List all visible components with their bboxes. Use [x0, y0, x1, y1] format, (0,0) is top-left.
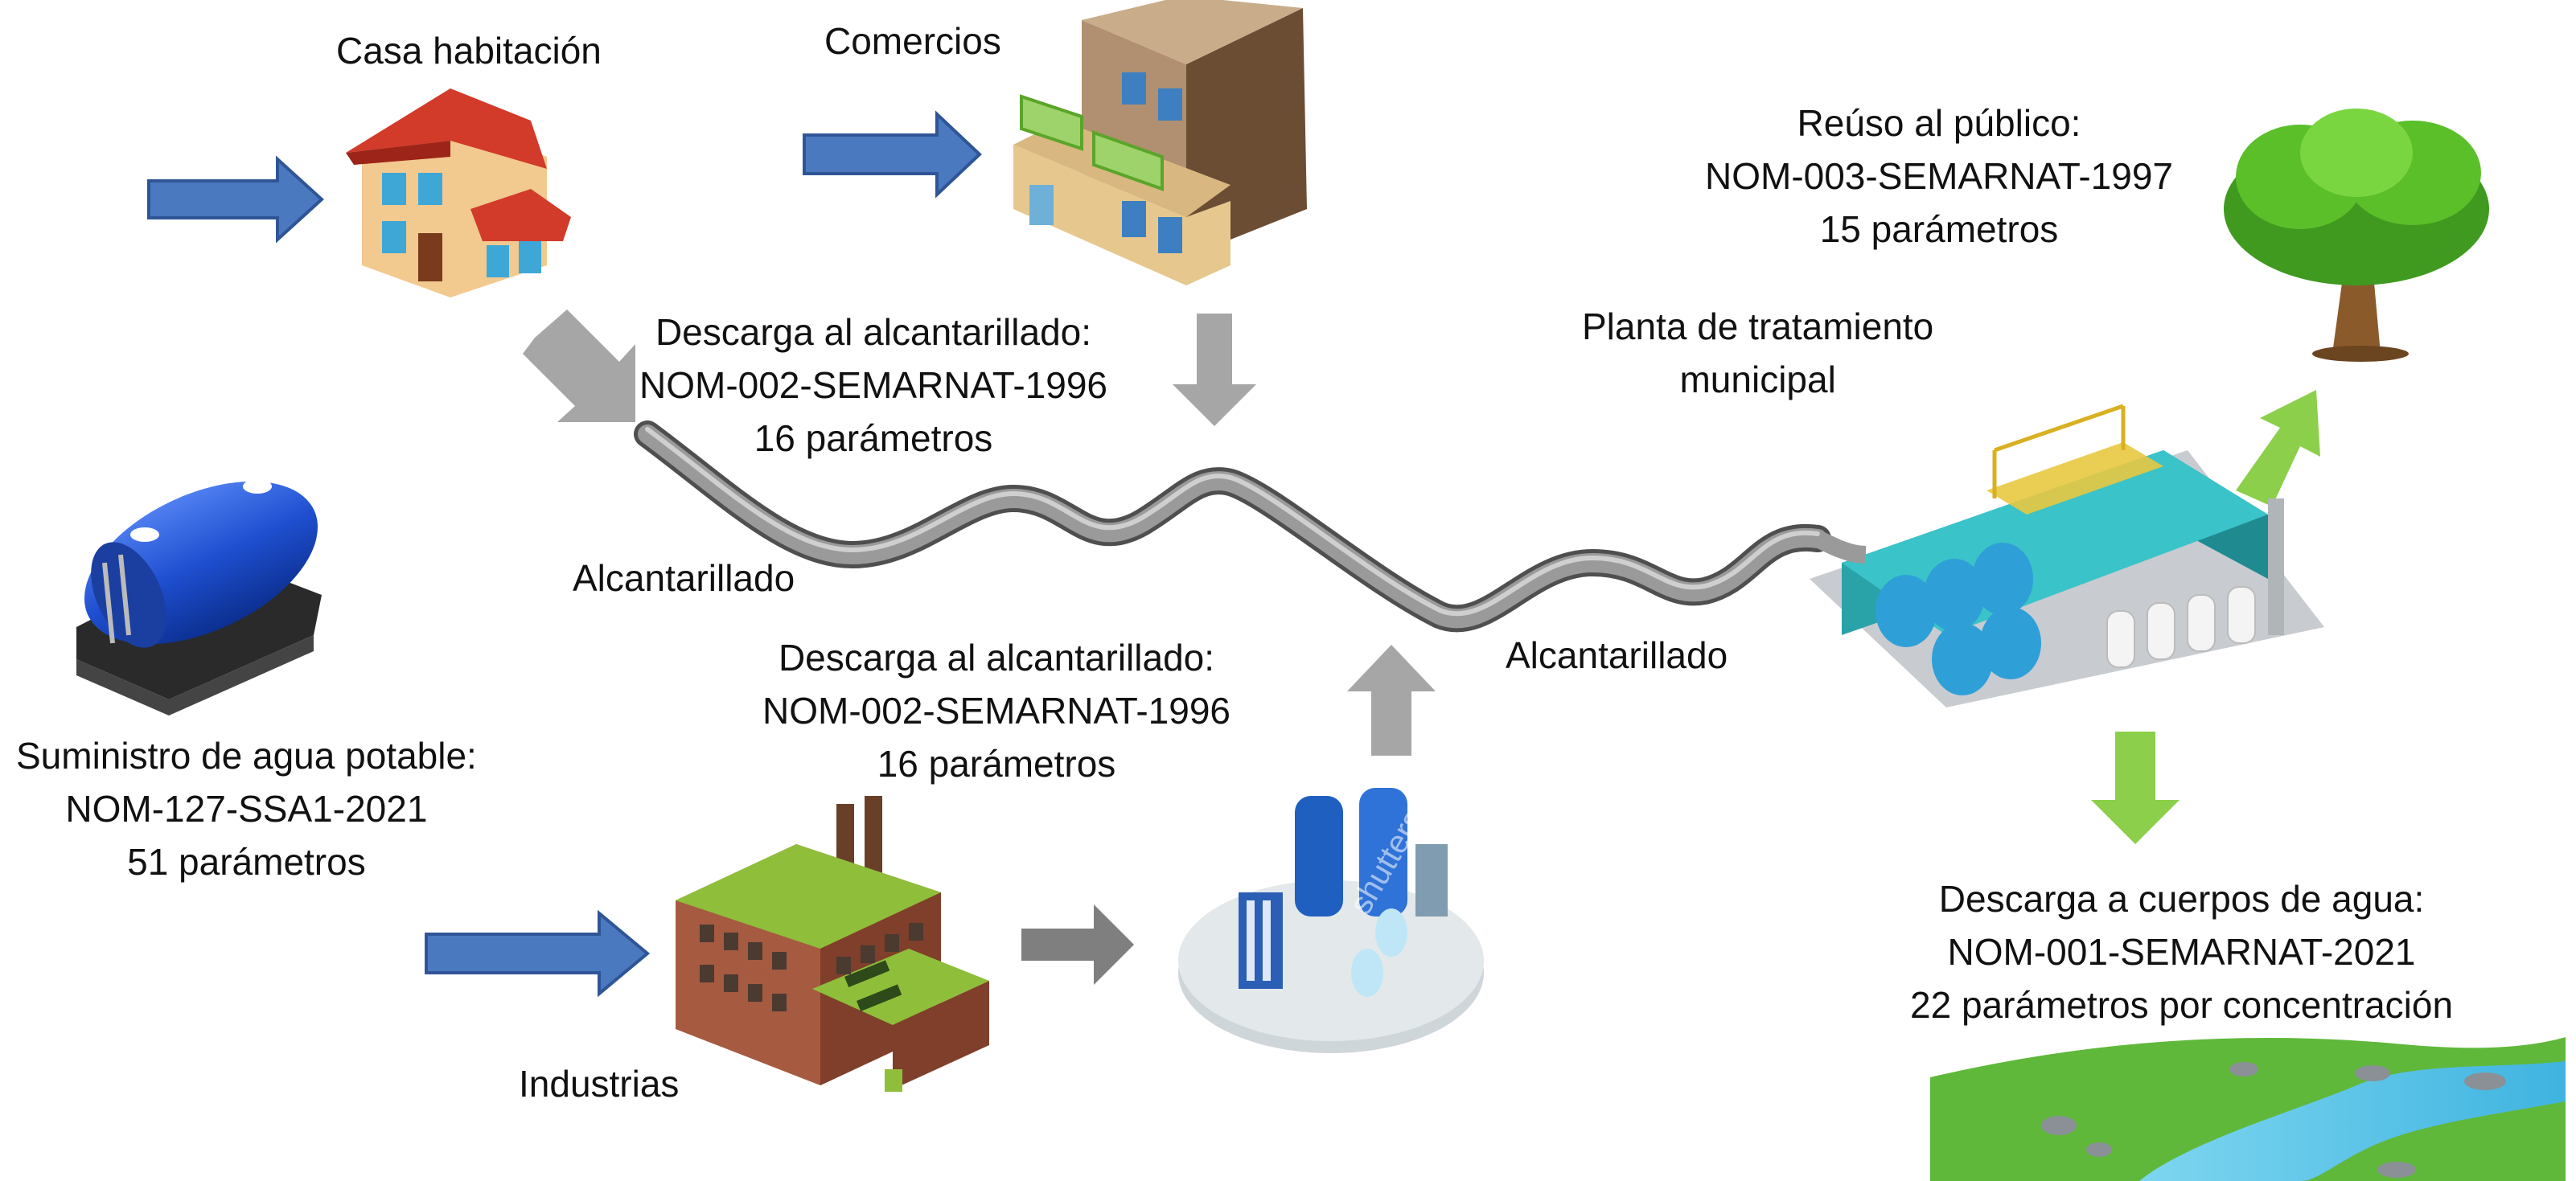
norm-suministro-agua-potable: Suministro de agua potable: NOM-127-SSA1… — [16, 729, 477, 888]
label-alcantarillado-left: Alcantarillado — [573, 557, 795, 599]
label-planta-tratamiento: Planta de tratamiento municipal — [1582, 300, 1933, 406]
norm-cuerpos-line1: Descarga a cuerpos de agua: — [1938, 878, 2425, 920]
water-tanker-icon — [76, 479, 322, 716]
norm-descarga-ind-line3: 16 parámetros — [877, 743, 1116, 785]
commercial-building-icon — [1013, 0, 1307, 285]
norm-descarga-top-line1: Descarga al alcantarillado: — [655, 311, 1092, 353]
supply-arrow-casa — [147, 155, 324, 244]
norm-descarga-alcantarillado-industrial: Descarga al alcantarillado: NOM-002-SEMA… — [762, 631, 1230, 790]
reuse-arrow — [2236, 390, 2320, 506]
discharge-arrow-industrial-treatment — [1347, 645, 1436, 756]
supply-arrow-industrias — [425, 909, 651, 998]
norm-suministro-line3: 51 parámetros — [127, 841, 366, 883]
norm-descarga-top-line3: 16 parámetros — [754, 417, 993, 459]
norm-descarga-ind-line2: NOM-002-SEMARNAT-1996 — [762, 690, 1230, 732]
norm-descarga-cuerpos-agua: Descarga a cuerpos de agua: NOM-001-SEMA… — [1910, 872, 2453, 1031]
label-alcantarillado-right: Alcantarillado — [1506, 634, 1728, 676]
norm-cuerpos-line3: 22 parámetros por concentración — [1910, 984, 2454, 1026]
house-icon — [346, 88, 571, 297]
norm-descarga-top-line2: NOM-002-SEMARNAT-1996 — [639, 364, 1107, 406]
industrial-treatment-icon — [1178, 788, 1484, 1053]
river-landscape-icon — [1930, 1037, 2566, 1181]
norm-reuso-publico: Reúso al público: NOM-003-SEMARNAT-1997 … — [1705, 96, 2173, 256]
treatment-plant-icon — [1810, 404, 2324, 707]
label-industrias: Industrias — [519, 1063, 680, 1105]
industrial-flow-arrow — [1021, 904, 1134, 985]
planta-line2: municipal — [1679, 359, 1836, 400]
label-comercios: Comercios — [824, 20, 1001, 62]
norm-suministro-line1: Suministro de agua potable: — [16, 735, 477, 777]
norm-suministro-line2: NOM-127-SSA1-2021 — [65, 788, 428, 830]
norm-cuerpos-line2: NOM-001-SEMARNAT-2021 — [1947, 931, 2416, 973]
factory-icon — [676, 796, 989, 1092]
norm-reuso-line1: Reúso al público: — [1797, 102, 2081, 144]
sewer-pipe — [634, 420, 1831, 633]
tree-icon — [2224, 109, 2489, 362]
label-casa-habitacion: Casa habitación — [336, 30, 602, 72]
discharge-arrow-casa — [523, 310, 635, 422]
norm-reuso-line2: NOM-003-SEMARNAT-1997 — [1705, 155, 2173, 197]
discharge-arrow-comercios — [1173, 314, 1256, 426]
norm-reuso-line3: 15 parámetros — [1819, 208, 2059, 250]
norm-descarga-ind-line1: Descarga al alcantarillado: — [778, 637, 1215, 679]
discharge-water-arrow — [2091, 732, 2180, 844]
supply-arrow-comercios — [803, 110, 982, 199]
norm-descarga-alcantarillado-top: Descarga al alcantarillado: NOM-002-SEMA… — [639, 306, 1107, 465]
planta-line1: Planta de tratamiento — [1582, 306, 1934, 347]
